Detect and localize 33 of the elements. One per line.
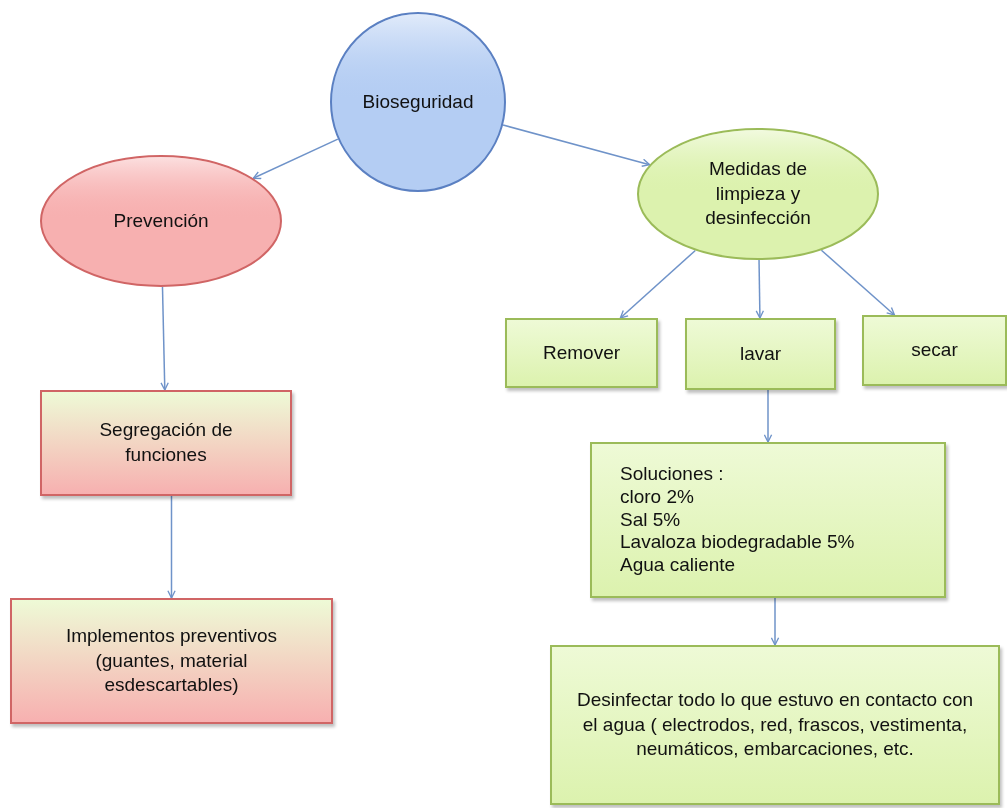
arrow	[502, 124, 651, 167]
process-box	[590, 442, 946, 598]
node-text: Segregación de funciones	[98, 418, 234, 467]
process-box	[505, 318, 658, 388]
arrow	[160, 286, 169, 391]
process-box	[40, 390, 292, 496]
ellipse-node	[40, 155, 282, 287]
node-text: Remover	[542, 340, 621, 365]
process-box	[685, 318, 836, 390]
node-text: secar	[911, 338, 958, 363]
node-text: Lavaloza biodegradable 5%	[620, 531, 855, 555]
node-text: Soluciones :	[620, 463, 724, 486]
node-text: Agua caliente	[620, 554, 736, 577]
arrow	[763, 389, 773, 443]
node-text: lavar	[739, 341, 782, 366]
node-text: Prevención	[113, 208, 209, 233]
arrow	[770, 597, 780, 646]
arrow	[619, 249, 697, 319]
arrow	[755, 259, 765, 319]
arrow	[167, 495, 176, 599]
node-text: Bioseguridad	[362, 89, 474, 114]
node-text: Medidas de limpieza y desinfección	[704, 156, 812, 231]
node-text: cloro 2%	[620, 485, 694, 509]
arrow	[252, 138, 339, 180]
node-text: Implementos preventivos (guantes, material esdescartables)	[64, 623, 279, 698]
process-box	[10, 598, 333, 724]
arrow	[820, 249, 896, 316]
ellipse-node	[637, 128, 879, 260]
node-text: Desinfectar todo lo que estuvo en contacto con el agua ( electrodos, red, frascos, vestimenta, neumáticos, embarcaciones, etc.	[575, 687, 975, 762]
node-text: Sal 5%	[620, 508, 681, 532]
process-box	[862, 315, 1007, 386]
process-box	[550, 645, 1000, 805]
ellipse-node	[330, 12, 506, 192]
